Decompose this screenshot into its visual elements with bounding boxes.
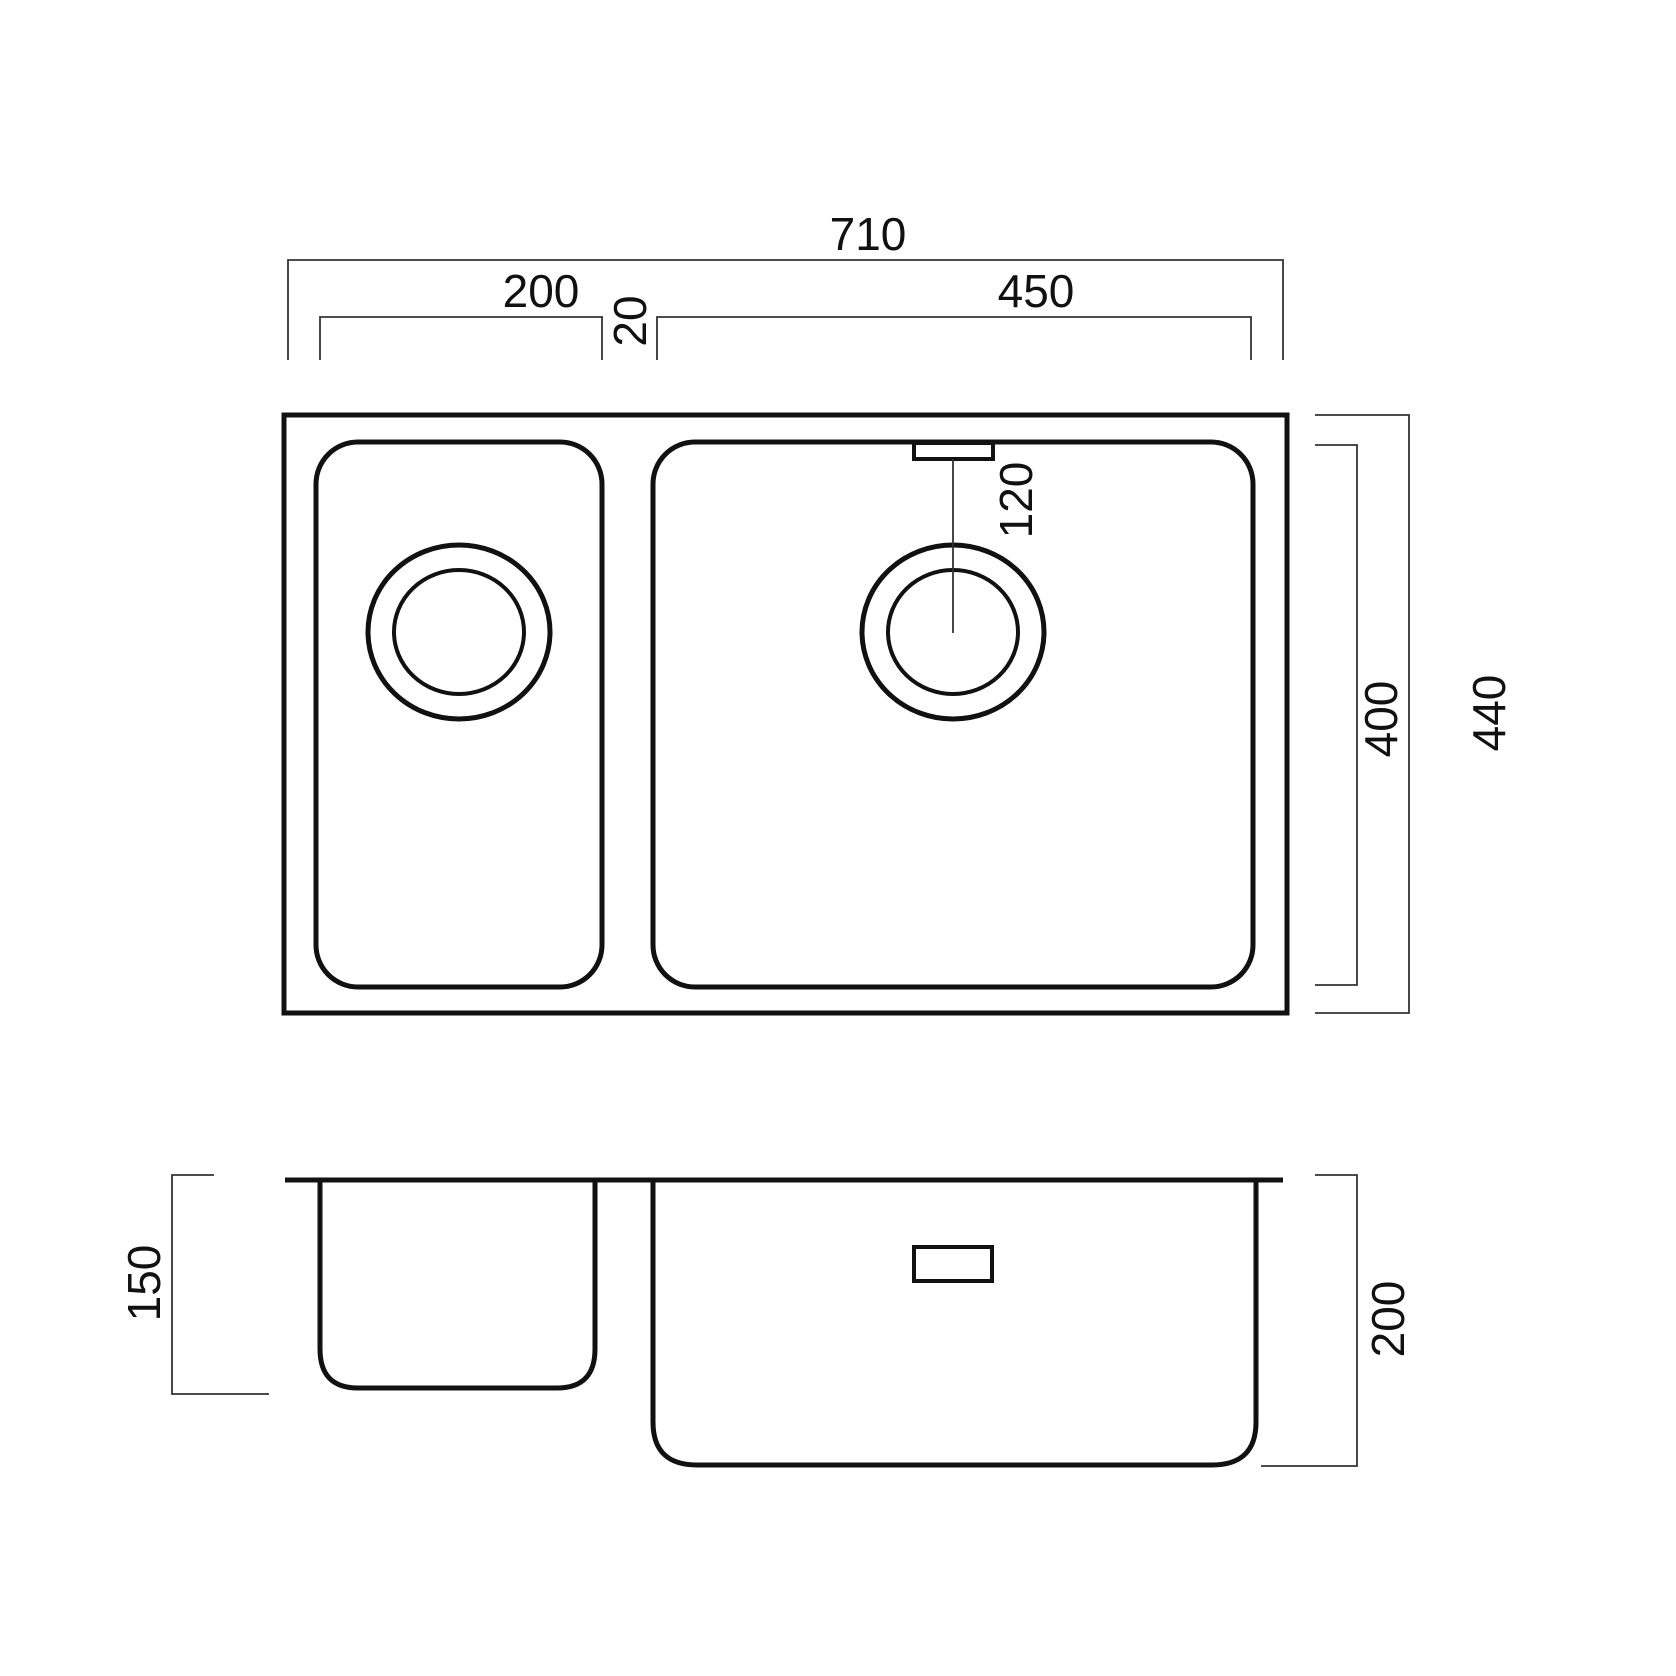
dim-line-large-bowl-depth	[1261, 1174, 1358, 1467]
waste-outer-ring	[365, 542, 553, 722]
dim-line-overall-length	[1315, 414, 1410, 1014]
label-overall-width: 710	[830, 208, 907, 260]
label-small-bowl-width: 200	[503, 265, 580, 317]
dim-line-bowl-length	[1315, 444, 1358, 986]
length-dimensions	[1315, 414, 1410, 1014]
waste-inner-ring	[392, 568, 526, 696]
label-small-bowl-depth: 150	[118, 1245, 170, 1322]
label-overflow-to-waste: 120	[990, 462, 1042, 539]
small-bowl-waste	[365, 542, 553, 722]
label-large-bowl-depth: 200	[1362, 1281, 1414, 1358]
dim-line-overall-width	[287, 259, 1284, 360]
width-dimensions	[287, 259, 1284, 360]
small-bowl-section	[317, 1182, 598, 1391]
small-bowl	[313, 439, 605, 990]
overflow-slot	[912, 441, 995, 461]
dim-line-small-bowl-width	[319, 316, 603, 360]
top-view	[281, 412, 1290, 1016]
label-bowl-length: 400	[1355, 681, 1407, 758]
depth-dimensions	[171, 1174, 1358, 1467]
dimension-labels: 710 200 450 20 120 400 440 150 200	[118, 208, 1515, 1357]
dim-line-small-bowl-depth	[171, 1174, 269, 1395]
large-bowl-section	[650, 1182, 1259, 1468]
dim-line-large-bowl-width	[656, 316, 1252, 360]
label-large-bowl-width: 450	[998, 265, 1075, 317]
section-view	[285, 1177, 1283, 1468]
sink-outline	[281, 412, 1290, 1016]
label-divider-width: 20	[604, 295, 656, 346]
overflow-section	[912, 1245, 994, 1283]
label-overall-length: 440	[1463, 675, 1515, 752]
